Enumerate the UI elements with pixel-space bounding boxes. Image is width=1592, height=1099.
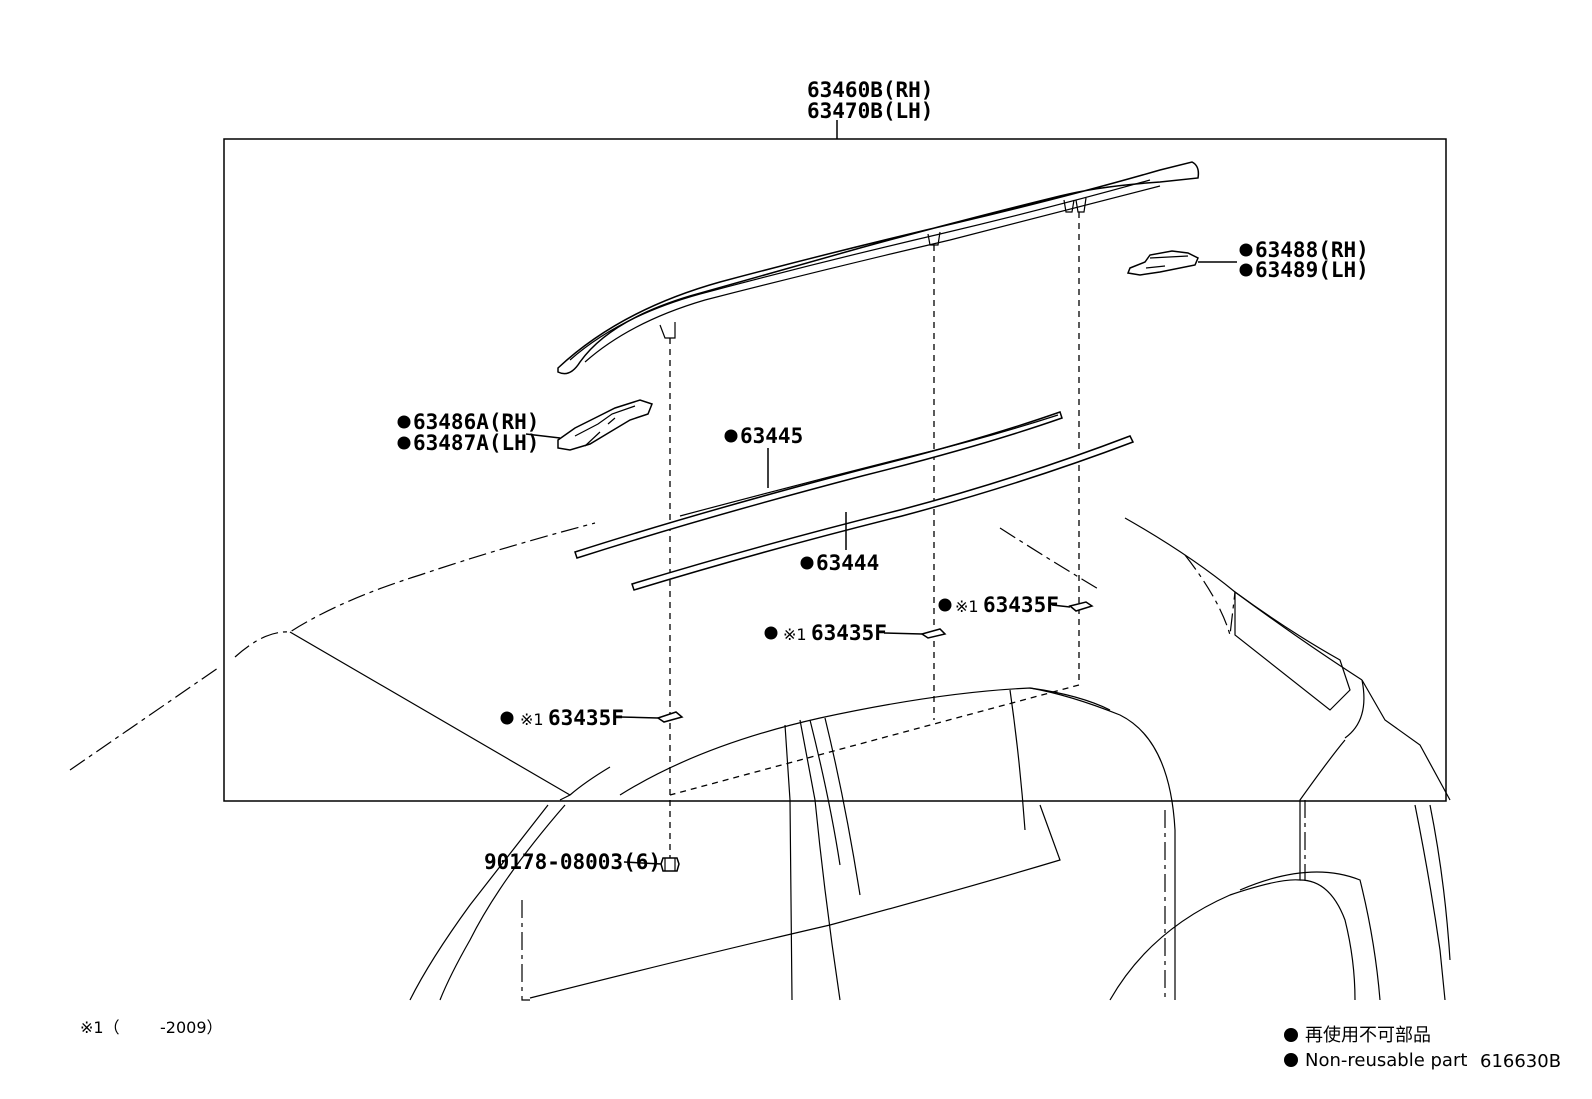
non-reusable-icon	[1284, 1053, 1298, 1067]
vehicle-body-outline	[69, 517, 1451, 1001]
legend: 再使用不可部品 Non-reusable part	[1284, 1025, 1467, 1071]
legend-english: Non-reusable part	[1305, 1050, 1467, 1071]
rear-end-cover	[525, 399, 653, 451]
parts-group-frame	[223, 138, 1447, 802]
non-reusable-icon	[500, 711, 514, 725]
legend-japanese: 再使用不可部品	[1305, 1025, 1431, 1046]
footnote-year: -2009）	[160, 1018, 223, 1037]
label-front-cover-lh: 63489(LH)	[1255, 258, 1369, 282]
label-rear-cover-lh: 63487A(LH)	[413, 431, 539, 455]
installation-guide-lines	[669, 212, 1080, 860]
label-pad-b: 63435F	[811, 621, 887, 645]
label-pad-c-mark: ※1	[520, 710, 544, 729]
label-rail-lh: 63470B(LH)	[807, 99, 933, 123]
label-front-cover-rh: 63488(RH)	[1255, 238, 1369, 262]
non-reusable-icon	[1284, 1028, 1298, 1042]
front-end-cover	[1126, 250, 1237, 276]
non-reusable-icon	[938, 598, 952, 612]
non-reusable-icon	[397, 436, 411, 450]
label-seal-upper: 63445	[740, 424, 803, 448]
rail-pads	[619, 601, 1094, 723]
rail-seal-lower	[631, 435, 1135, 591]
label-rail-rh: 63460B(RH)	[807, 78, 933, 102]
non-reusable-icon	[800, 556, 814, 570]
label-pad-a: 63435F	[983, 593, 1059, 617]
roof-rail	[557, 161, 1200, 375]
non-reusable-icon	[397, 415, 411, 429]
nut-fastener	[623, 857, 680, 872]
non-reusable-icon	[724, 429, 738, 443]
label-pad-c: 63435F	[548, 706, 624, 730]
label-pad-a-mark: ※1	[955, 597, 979, 616]
label-nut: 90178-08003(6)	[484, 850, 661, 874]
non-reusable-icon	[1239, 243, 1253, 257]
footnote-mark: ※1（	[80, 1018, 120, 1037]
diagram-code: 616630B	[1480, 1051, 1561, 1072]
rail-seal-upper	[574, 411, 1063, 559]
label-rear-cover-rh: 63486A(RH)	[413, 410, 539, 434]
label-pad-b-mark: ※1	[783, 625, 807, 644]
non-reusable-icon	[1239, 263, 1253, 277]
label-seal-lower: 63444	[816, 551, 879, 575]
non-reusable-icon	[764, 626, 778, 640]
